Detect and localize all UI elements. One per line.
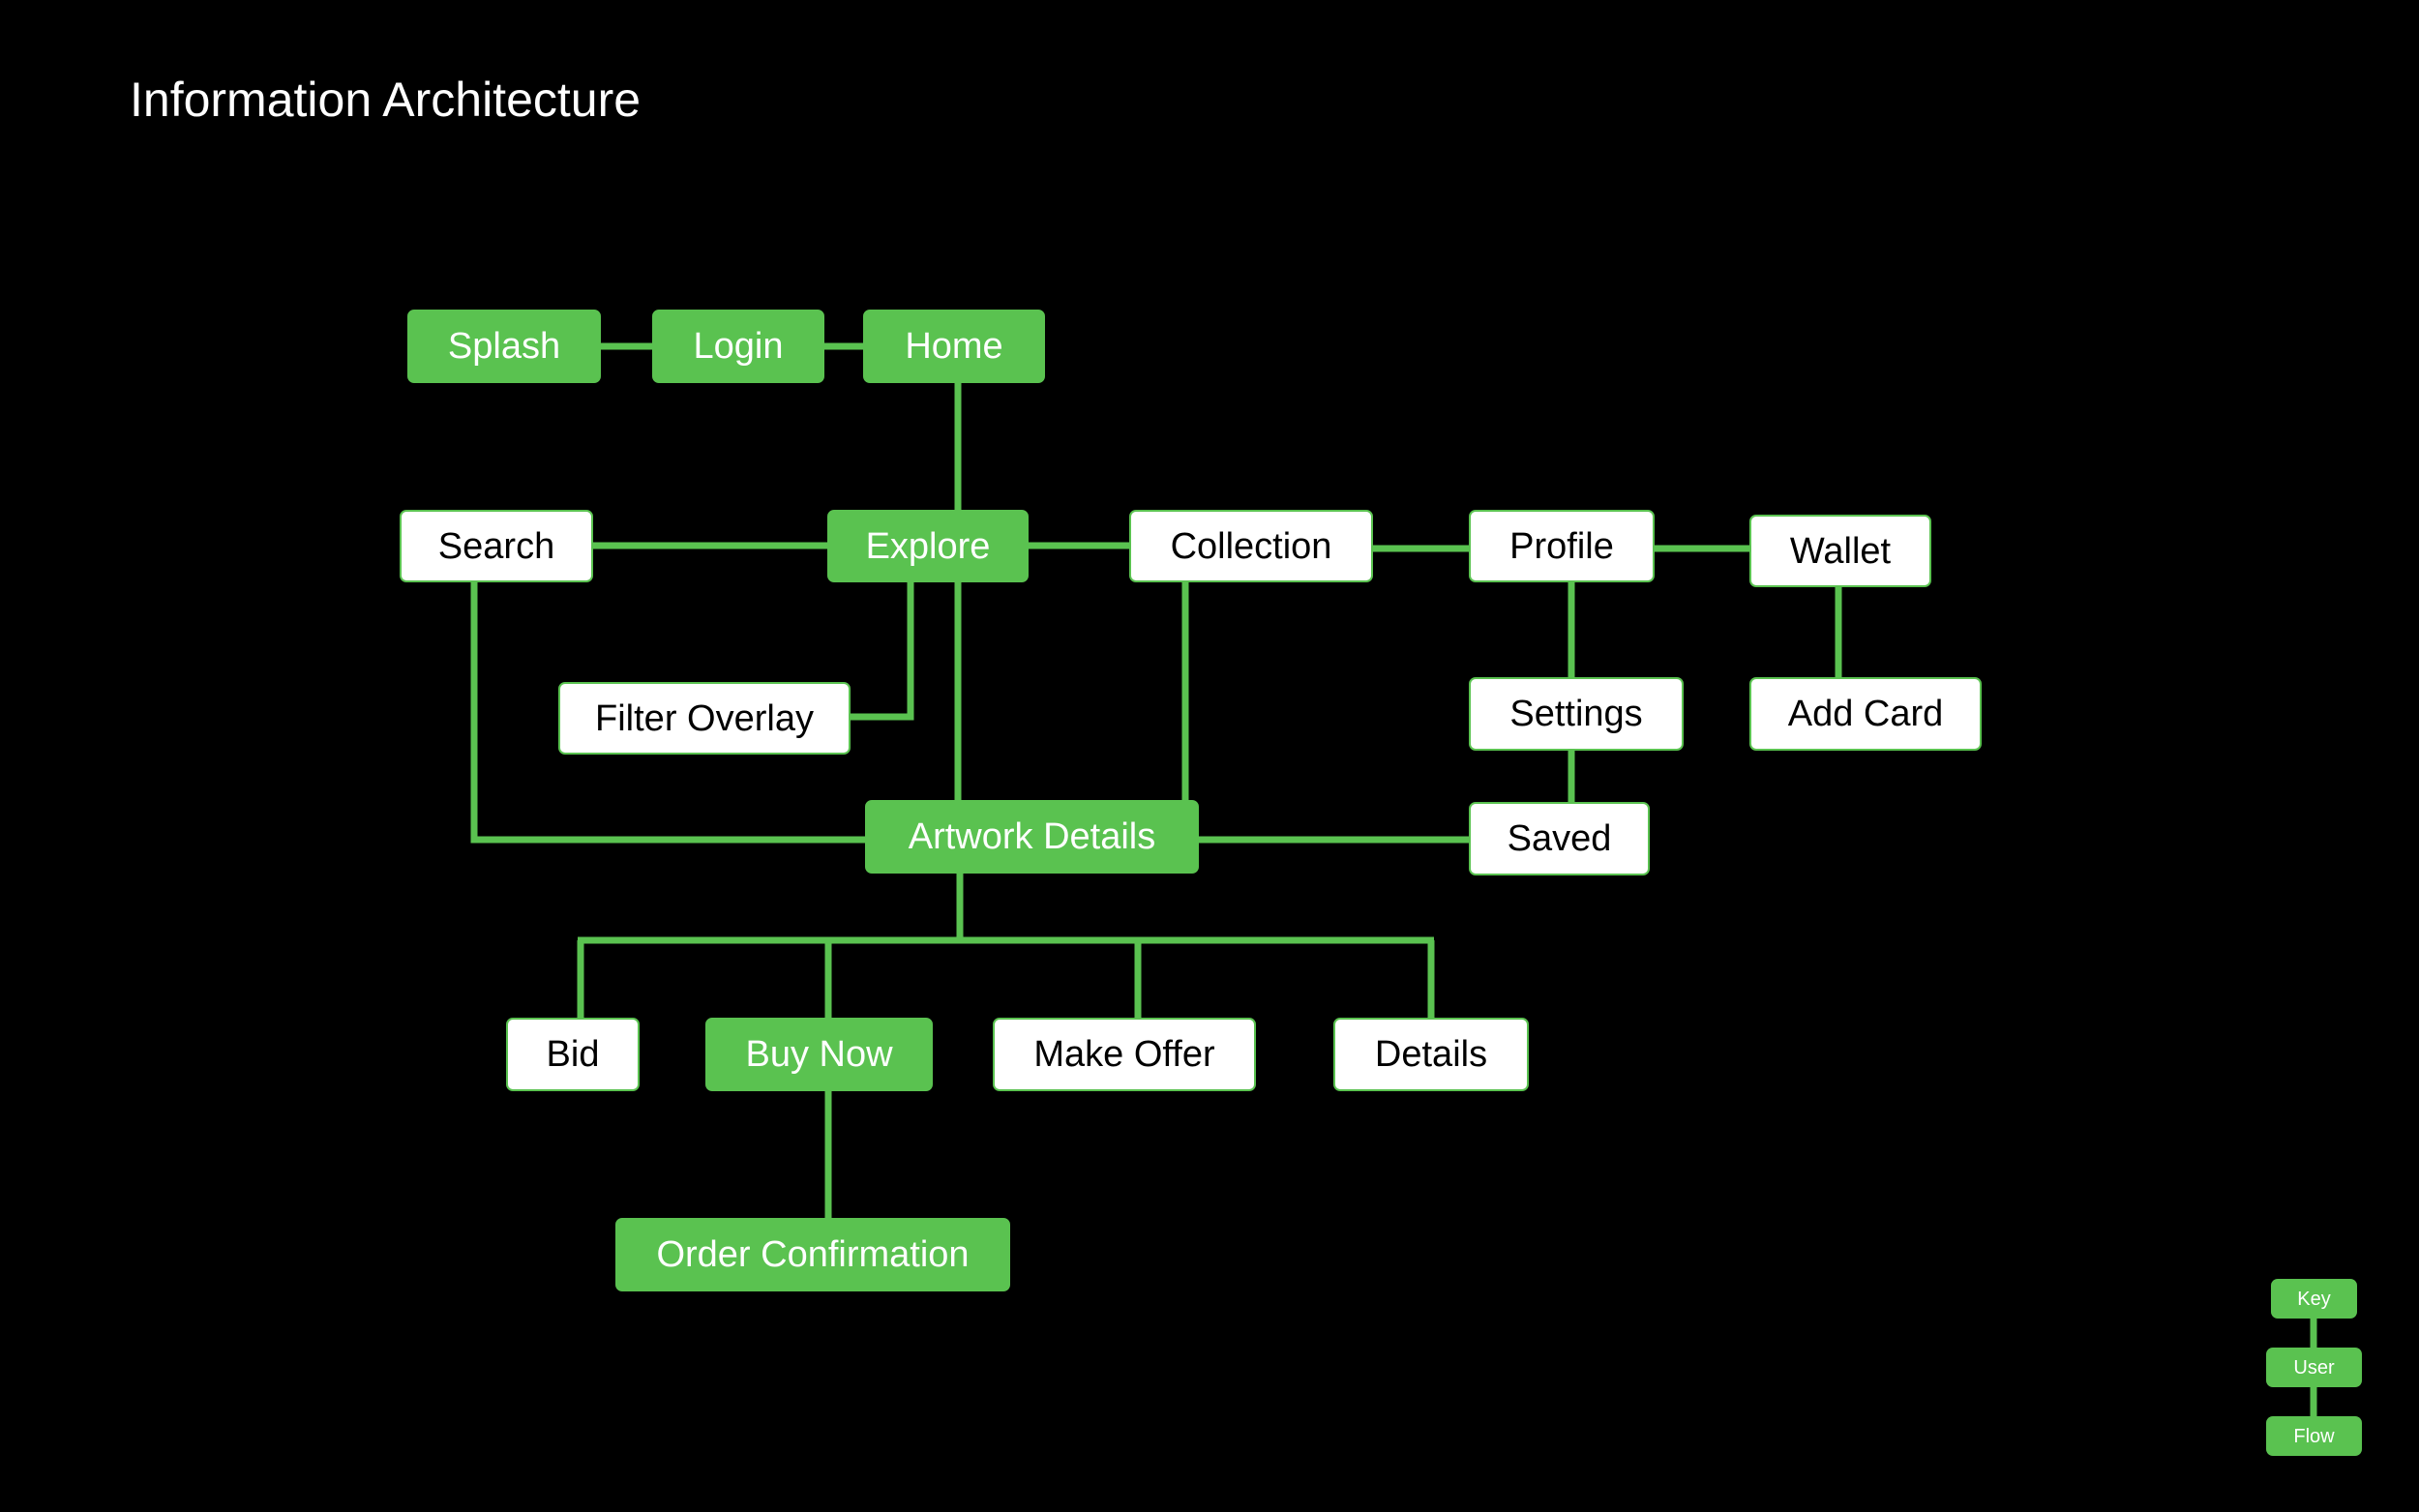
legend-key: Key <box>2271 1279 2357 1319</box>
node-order-confirmation: Order Confirmation <box>615 1218 1010 1291</box>
node-collection: Collection <box>1129 510 1373 582</box>
node-search-label: Search <box>437 525 555 567</box>
node-collection-label: Collection <box>1170 525 1332 567</box>
node-make-offer-label: Make Offer <box>1033 1034 1215 1075</box>
node-login: Login <box>652 310 824 383</box>
legend-user-label: User <box>2293 1356 2335 1379</box>
node-profile-label: Profile <box>1509 525 1614 567</box>
legend-key-label: Key <box>2297 1288 2331 1310</box>
node-home-label: Home <box>905 326 1003 367</box>
node-splash: Splash <box>407 310 601 383</box>
node-details: Details <box>1333 1018 1529 1091</box>
node-saved-label: Saved <box>1507 818 1612 859</box>
node-details-label: Details <box>1374 1034 1488 1075</box>
node-make-offer: Make Offer <box>993 1018 1256 1091</box>
node-buy-now: Buy Now <box>705 1018 933 1091</box>
node-wallet-label: Wallet <box>1789 530 1892 572</box>
node-order-confirmation-label: Order Confirmation <box>656 1234 970 1275</box>
node-add-card-label: Add Card <box>1787 694 1944 734</box>
node-bid: Bid <box>506 1018 640 1091</box>
node-login-label: Login <box>693 326 784 367</box>
node-settings: Settings <box>1469 677 1684 751</box>
connector-search-artwork <box>470 580 866 844</box>
legend-flow: Flow <box>2266 1416 2362 1456</box>
node-settings-label: Settings <box>1509 694 1643 734</box>
node-filter-overlay-label: Filter Overlay <box>595 697 814 739</box>
node-artwork-details: Artwork Details <box>865 800 1199 874</box>
node-filter-overlay: Filter Overlay <box>558 682 851 755</box>
connector-explore-filter <box>850 580 914 721</box>
node-wallet: Wallet <box>1749 515 1931 587</box>
node-search: Search <box>400 510 593 582</box>
legend-flow-label: Flow <box>2293 1425 2335 1447</box>
node-add-card: Add Card <box>1749 677 1982 751</box>
legend-user: User <box>2266 1348 2362 1387</box>
diagram-title: Information Architecture <box>130 73 642 127</box>
node-saved: Saved <box>1469 802 1650 875</box>
node-explore-label: Explore <box>865 525 991 567</box>
node-explore: Explore <box>827 510 1029 582</box>
node-profile: Profile <box>1469 510 1655 582</box>
node-buy-now-label: Buy Now <box>745 1034 893 1075</box>
node-splash-label: Splash <box>447 326 561 367</box>
node-bid-label: Bid <box>546 1034 600 1075</box>
node-artwork-details-label: Artwork Details <box>908 816 1156 857</box>
node-home: Home <box>863 310 1045 383</box>
